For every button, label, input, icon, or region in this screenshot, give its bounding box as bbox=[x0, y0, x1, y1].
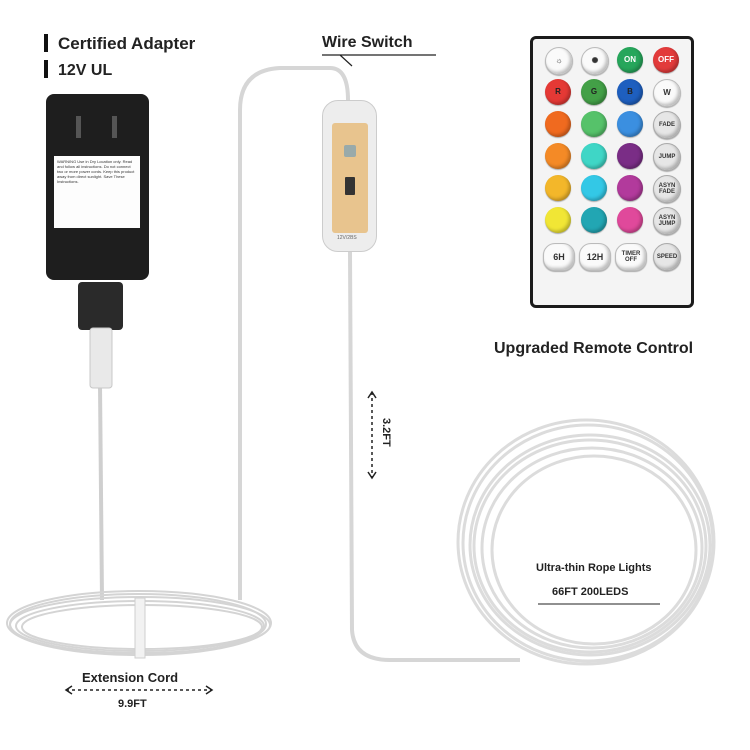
switch-to-rope-wire bbox=[348, 251, 520, 662]
power-off-button[interactable]: OFF bbox=[653, 47, 679, 73]
adapter-label-bar-2 bbox=[44, 60, 48, 78]
coil-tie bbox=[134, 597, 146, 659]
white-button[interactable]: W bbox=[653, 79, 681, 107]
switch-length-label: 3.2FT bbox=[380, 418, 392, 447]
remote-label: Upgraded Remote Control bbox=[494, 340, 694, 357]
rope-lights-spec-label: 66FT 200LEDS bbox=[552, 586, 629, 598]
brightness-down-icon[interactable]: ☼ bbox=[545, 47, 573, 75]
adapter-connector bbox=[78, 282, 123, 330]
wire-switch-pointer bbox=[322, 54, 436, 67]
color-button[interactable] bbox=[581, 175, 607, 201]
power-on-button[interactable]: ON bbox=[617, 47, 643, 73]
adapter-warning-sticker: WARNING Use in Dry Location only. Read a… bbox=[54, 156, 140, 228]
rope-lights-label: Ultra-thin Rope Lights bbox=[536, 562, 652, 574]
extension-length-arrow bbox=[64, 685, 214, 695]
switch-length-arrow bbox=[367, 390, 377, 480]
color-button[interactable] bbox=[545, 111, 571, 137]
blue-button[interactable]: B bbox=[617, 79, 643, 105]
adapter-cord bbox=[98, 384, 104, 601]
ir-receiver bbox=[344, 145, 356, 157]
color-button[interactable] bbox=[545, 143, 571, 169]
extension-to-switch-wire bbox=[238, 66, 350, 600]
color-button[interactable] bbox=[617, 207, 643, 233]
color-button[interactable] bbox=[581, 111, 607, 137]
fade-button[interactable]: FADE bbox=[653, 111, 681, 139]
extension-length-label: 9.9FT bbox=[118, 698, 147, 710]
wire-switch: 12V/2BS bbox=[322, 100, 377, 252]
green-button[interactable]: G bbox=[581, 79, 607, 105]
color-button[interactable] bbox=[545, 175, 571, 201]
extension-cord-label: Extension Cord bbox=[82, 670, 179, 685]
adapter-voltage-label: 12V UL bbox=[58, 62, 113, 79]
asyn-fade-button[interactable]: ASYN FADE bbox=[653, 175, 681, 203]
timer-12h-button[interactable]: 12H bbox=[579, 243, 611, 271]
plug-prong bbox=[76, 116, 81, 138]
switch-circuit-board bbox=[332, 123, 368, 233]
color-button[interactable] bbox=[581, 207, 607, 233]
adapter-plug-sleeve bbox=[89, 327, 113, 389]
color-button[interactable] bbox=[617, 143, 643, 169]
color-button[interactable] bbox=[617, 111, 643, 137]
timer-6h-button[interactable]: 6H bbox=[543, 243, 575, 271]
timer-off-button[interactable]: TIMER OFF bbox=[615, 243, 647, 271]
switch-chip bbox=[345, 177, 355, 195]
color-button[interactable] bbox=[545, 207, 571, 233]
power-adapter: WARNING Use in Dry Location only. Read a… bbox=[46, 94, 149, 280]
rope-light-coil bbox=[456, 418, 716, 666]
speed-button[interactable]: SPEED bbox=[653, 243, 681, 271]
wire-switch-label: Wire Switch bbox=[322, 34, 413, 51]
switch-marking: 12V/2BS bbox=[337, 235, 357, 241]
red-button[interactable]: R bbox=[545, 79, 571, 105]
plug-prong bbox=[112, 116, 117, 138]
adapter-label: Certified Adapter bbox=[58, 34, 196, 53]
color-button[interactable] bbox=[617, 175, 643, 201]
asyn-jump-button[interactable]: ASYN JUMP bbox=[653, 207, 681, 235]
brightness-up-icon[interactable]: ✺ bbox=[581, 47, 609, 75]
color-button[interactable] bbox=[581, 143, 607, 169]
remote-control: ☼ ✺ ON OFF R G B W FADE JUMP ASYN FADE A… bbox=[530, 36, 694, 308]
jump-button[interactable]: JUMP bbox=[653, 143, 681, 171]
adapter-label-bar bbox=[44, 34, 48, 52]
